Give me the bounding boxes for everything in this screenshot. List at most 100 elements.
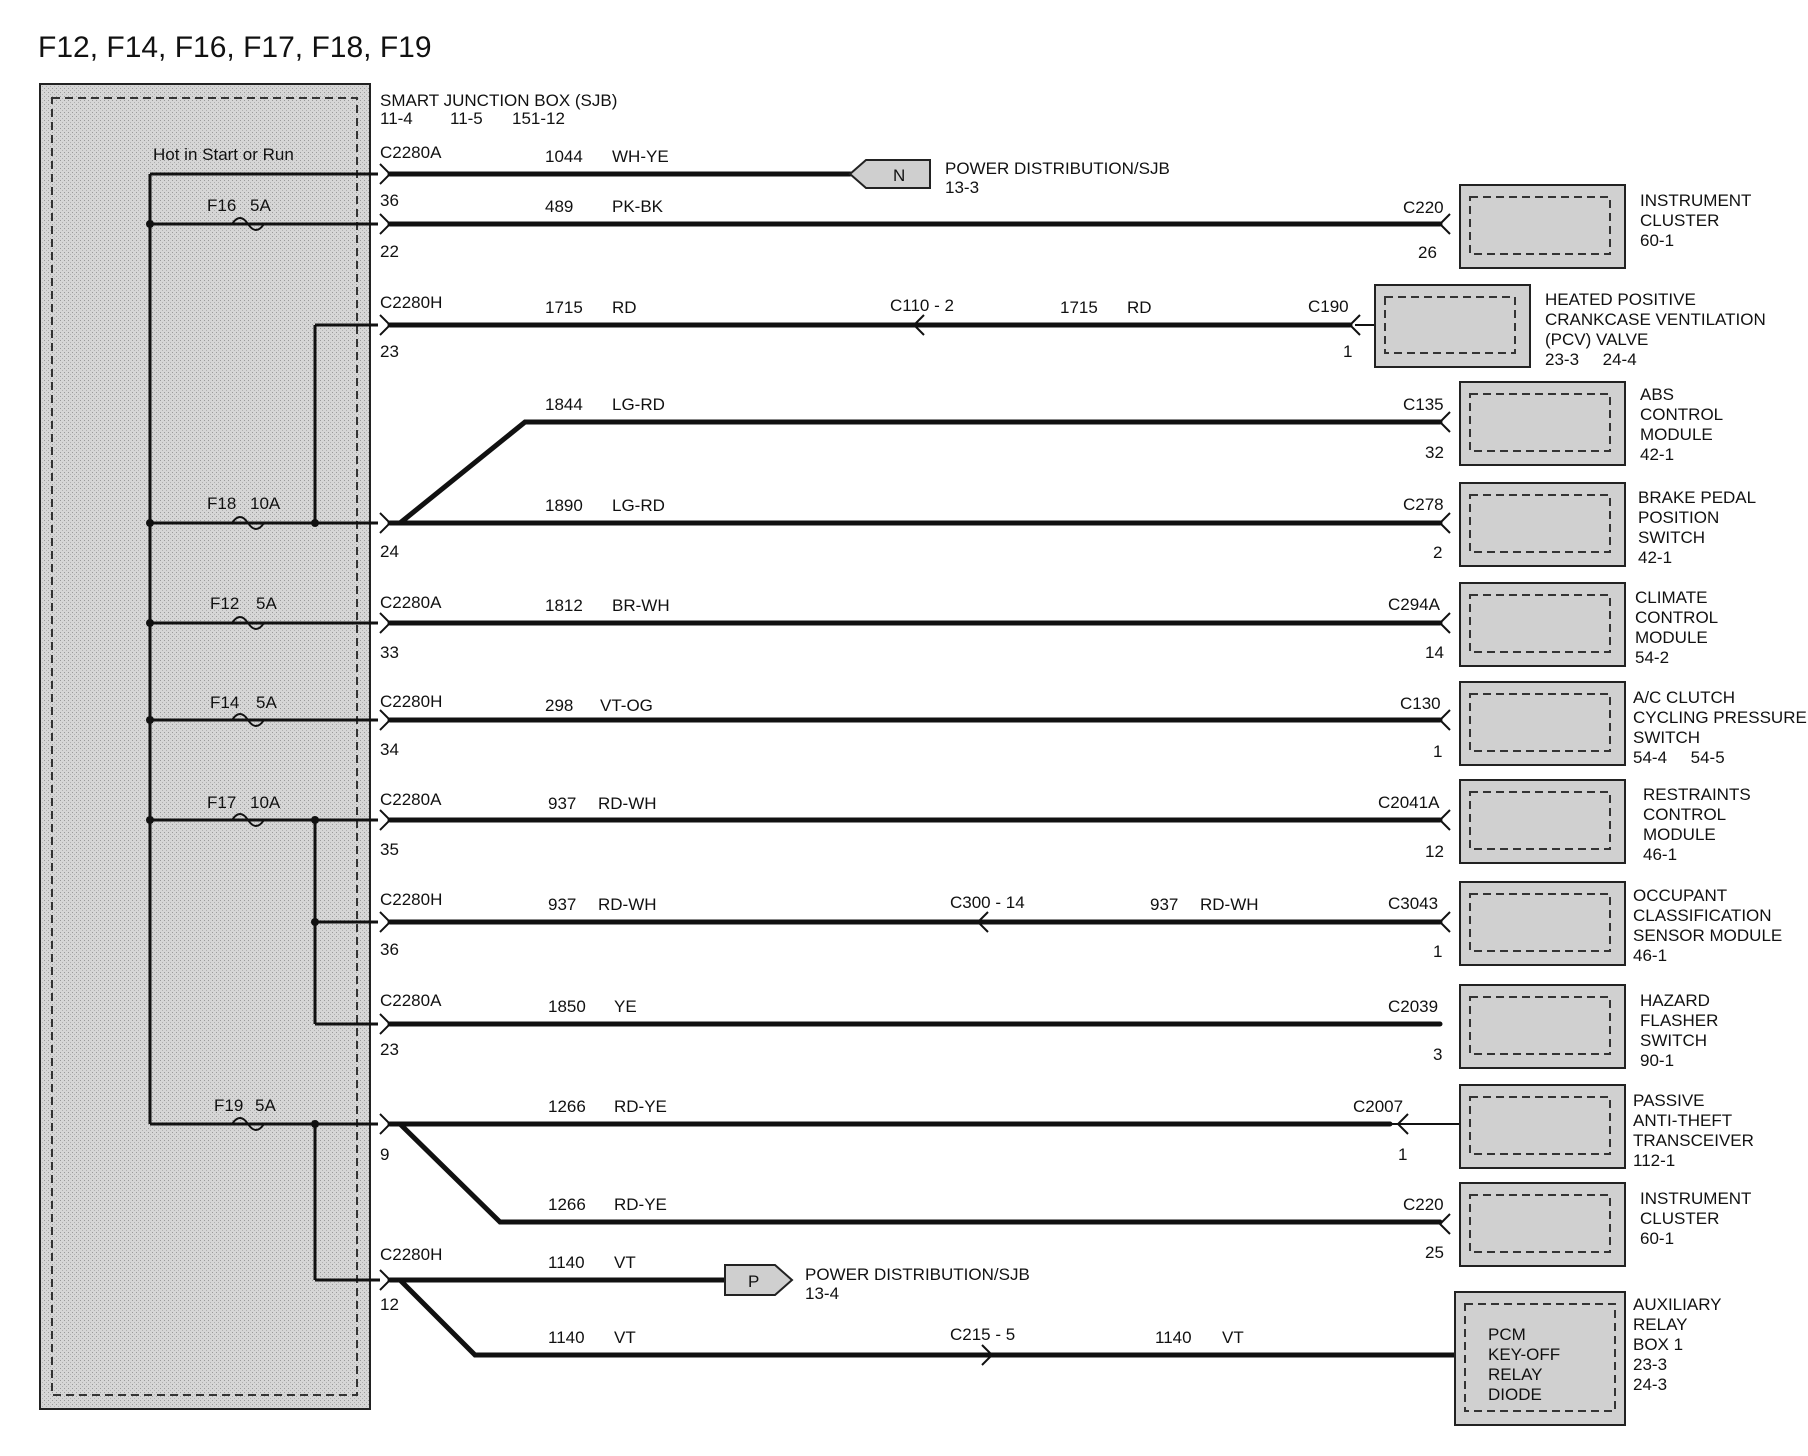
sjb-ref-1: 11-4: [380, 109, 413, 128]
circuit-color: RD-WH: [598, 794, 657, 813]
circuit-number: 1890: [545, 496, 583, 515]
circuit-number: 1266: [548, 1097, 586, 1116]
offpage-letter: P: [748, 1272, 759, 1291]
component-connector: C3043: [1388, 894, 1438, 913]
diagram-title: F12, F14, F16, F17, F18, F19: [38, 31, 432, 64]
component-name: OCCUPANT: [1633, 886, 1727, 905]
sjb-pin-label: 24: [380, 542, 399, 561]
circuit-color: PK-BK: [612, 197, 664, 216]
sjb-pin-label: 9: [380, 1145, 389, 1164]
component-name: MODULE: [1640, 425, 1713, 444]
sjb-arrows: [379, 163, 392, 1291]
fuse-rating-f12: 5A: [256, 594, 277, 613]
component-ref: 60-1: [1640, 1229, 1674, 1248]
fuse-symbols: [231, 217, 265, 1131]
component-brake-pedal-switch: C278 2 BRAKE PEDAL POSITION SWITCH 42-1: [1403, 482, 1756, 567]
component-name: CLIMATE: [1635, 588, 1707, 607]
component-ref: 54-4 54-5: [1633, 748, 1725, 767]
component-ref: 54-2: [1635, 648, 1669, 667]
component-ac-clutch-switch: C130 1 A/C CLUTCH CYCLING PRESSURE SWITC…: [1400, 681, 1807, 767]
relay-inner-label: DIODE: [1488, 1385, 1542, 1404]
component-connector: C2039: [1388, 997, 1438, 1016]
sjb-ref-3: 151-12: [512, 109, 565, 128]
component-name: CLUSTER: [1640, 1209, 1719, 1228]
component-name: CLASSIFICATION: [1633, 906, 1772, 925]
component-name: MODULE: [1643, 825, 1716, 844]
sjb-pin-label: 12: [380, 1295, 399, 1314]
circuit-number: 1850: [548, 997, 586, 1016]
component-connector: C220: [1403, 1195, 1444, 1214]
component-name: INSTRUMENT: [1640, 191, 1751, 210]
fuse-name-f12: F12: [210, 594, 239, 613]
component-pin: 32: [1425, 443, 1444, 462]
circuit-color: LG-RD: [612, 496, 665, 515]
component-name: (PCV) VALVE: [1545, 330, 1648, 349]
offpage-connector-p: P POWER DISTRIBUTION/SJB 13-4: [724, 1264, 1030, 1303]
component-connector: C294A: [1388, 595, 1441, 614]
component-name: CYCLING PRESSURE: [1633, 708, 1807, 727]
component-name: BRAKE PEDAL: [1638, 488, 1756, 507]
sjb-ref-2: 11-5: [450, 109, 483, 128]
component-ref: 42-1: [1638, 548, 1672, 567]
component-connector: C278: [1403, 495, 1444, 514]
circuit-number: 1140: [548, 1253, 585, 1272]
sjb-pin-label: 33: [380, 643, 399, 662]
circuit-number: 937: [548, 895, 576, 914]
sjb-connector-label: C2280H: [380, 1245, 442, 1264]
component-name: RESTRAINTS: [1643, 785, 1751, 804]
component-name: SWITCH: [1640, 1031, 1707, 1050]
component-pcv-valve: C190 1 HEATED POSITIVE CRANKCASE VENTILA…: [1308, 284, 1766, 369]
component-name: FLASHER: [1640, 1011, 1718, 1030]
component-ref: 24-3: [1633, 1375, 1667, 1394]
component-name: TRANSCEIVER: [1633, 1131, 1754, 1150]
circuit-number: 1140: [1155, 1328, 1192, 1347]
component-ref: 42-1: [1640, 445, 1674, 464]
sjb-connector-label: C2280H: [380, 890, 442, 909]
circuit-number: 1715: [545, 298, 583, 317]
sjb-pin-label: 23: [380, 1040, 399, 1059]
component-name: CONTROL: [1640, 405, 1723, 424]
component-name: A/C CLUTCH: [1633, 688, 1735, 707]
sjb-enclosure: [39, 83, 371, 1410]
sjb-pin-label: 35: [380, 840, 399, 859]
component-name: CLUSTER: [1640, 211, 1719, 230]
circuit-number: 937: [548, 794, 576, 813]
circuit-color: RD-YE: [614, 1097, 667, 1116]
offpage-connector-n: N POWER DISTRIBUTION/SJB 13-3: [848, 159, 1170, 197]
circuit-number: 1044: [545, 147, 583, 166]
component-ref: 46-1: [1633, 946, 1667, 965]
circuit-color: RD-WH: [1200, 895, 1259, 914]
relay-inner-label: KEY-OFF: [1488, 1345, 1560, 1364]
sjb-pin-label: 23: [380, 342, 399, 361]
component-pin: 2: [1433, 543, 1442, 562]
component-pin: 3: [1433, 1045, 1442, 1064]
circuit-color: VT: [1222, 1328, 1244, 1347]
circuit-number: 1844: [545, 395, 583, 414]
component-name: MODULE: [1635, 628, 1708, 647]
offpage-letter: N: [893, 166, 905, 185]
component-name: INSTRUMENT: [1640, 1189, 1751, 1208]
component-pin: 1: [1433, 742, 1442, 761]
fuse-name-f16: F16: [207, 196, 236, 215]
wires: [387, 171, 1458, 1358]
inline-connector-c300: C300 - 14: [950, 893, 1025, 912]
component-name: AUXILIARY: [1633, 1295, 1722, 1314]
fuse-rating-f17: 10A: [250, 793, 281, 812]
component-name: CRANKCASE VENTILATION: [1545, 310, 1766, 329]
component-pin: 1: [1343, 342, 1352, 361]
sjb-connector-label: C2280H: [380, 293, 442, 312]
component-passive-anti-theft-transceiver: C2007 1 PASSIVE ANTI-THEFT TRANSCEIVER 1…: [1353, 1084, 1754, 1170]
sjb-inner-border: [51, 97, 358, 1396]
component-connector: C190: [1308, 297, 1349, 316]
circuit-color: WH-YE: [612, 147, 669, 166]
fuse-rating-f18: 10A: [250, 494, 281, 513]
circuit-color: VT: [614, 1328, 636, 1347]
offpage-ref: 13-4: [805, 1284, 839, 1303]
relay-inner-label: PCM: [1488, 1325, 1526, 1344]
component-name: POSITION: [1638, 508, 1719, 527]
component-name: ANTI-THEFT: [1633, 1111, 1732, 1130]
component-instrument-cluster: C220 26 INSTRUMENT CLUSTER 60-1: [1403, 184, 1751, 269]
offpage-ref: 13-3: [945, 178, 979, 197]
fuse-name-f18: F18: [207, 494, 236, 513]
sjb-pin-label: 22: [380, 242, 399, 261]
